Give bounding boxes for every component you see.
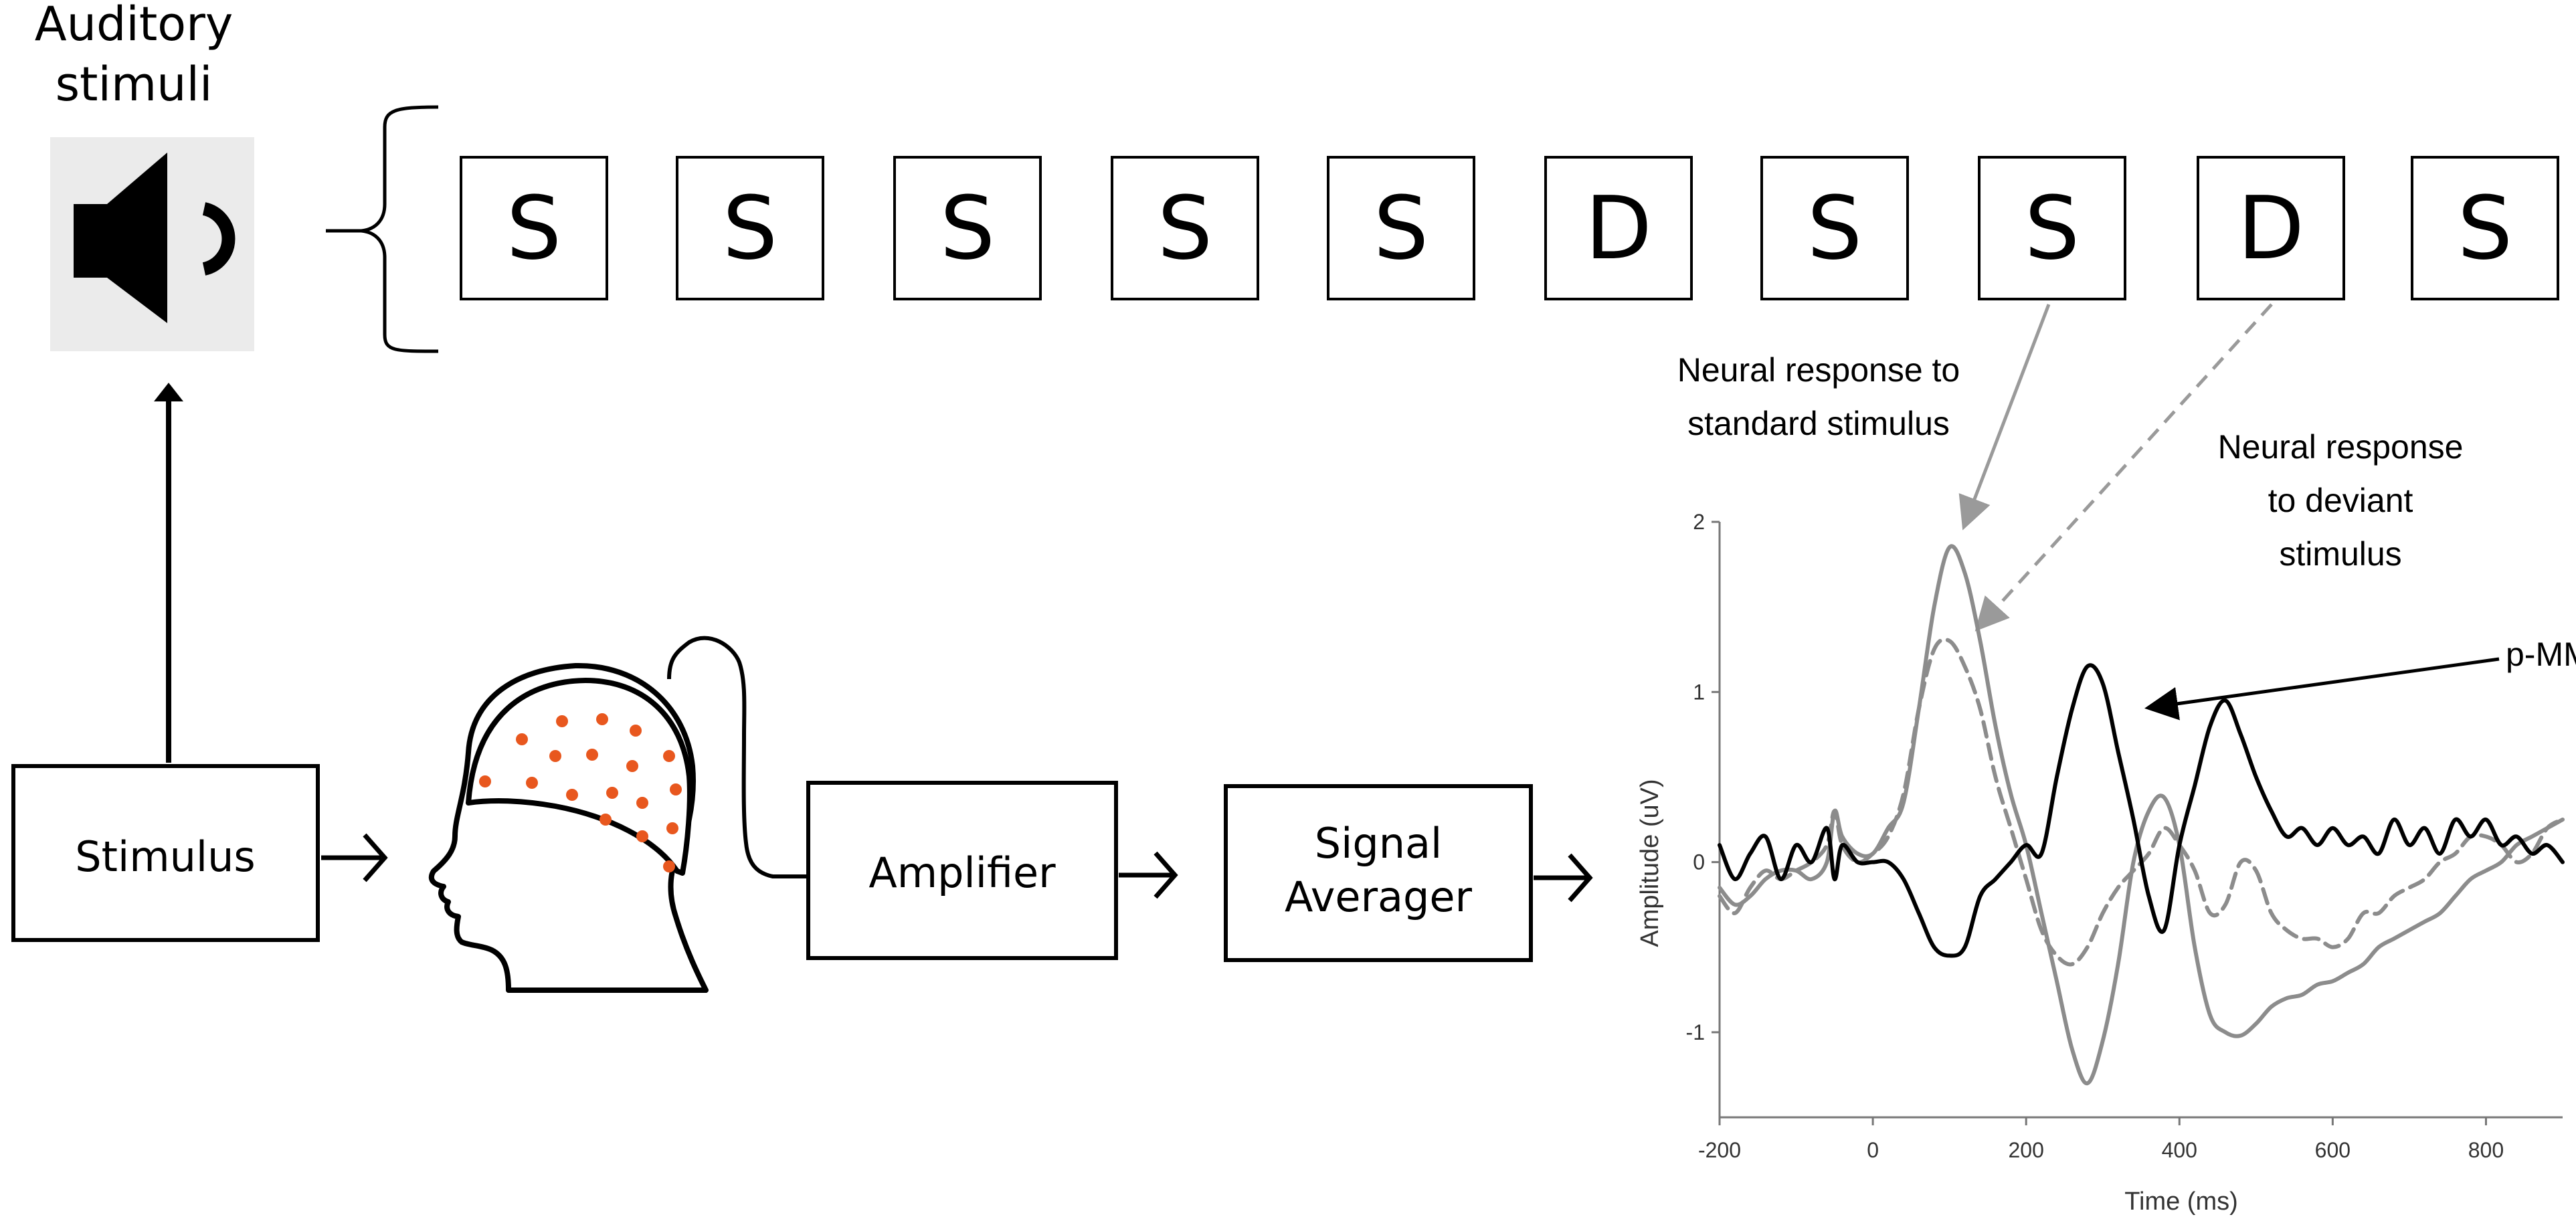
signal-averager-block [1224,784,1533,962]
sequence-box [2411,156,2559,300]
x-tick-label: 800 [2468,1138,2504,1162]
sequence-box [893,156,1042,300]
title-line-2: stimuli [56,57,213,112]
head-icon [428,636,808,993]
sequence-label: S [1807,177,1863,279]
erp-chart: -200 0 200 400 600 800 2 1 0 -1 Time (ms) Amplitu… [1636,510,2565,1216]
deviant-annotation-line-1: Neural response [2218,428,2464,466]
sequence-label: S [1158,177,1213,279]
x-tick-label: 0 [1867,1138,1879,1162]
sequence-label: S [723,177,778,279]
title-line-1: Auditory [35,0,234,52]
chart-axes [1718,522,2563,1119]
sequence-box [460,156,608,300]
y-tick-label: 0 [1693,850,1705,874]
sequence-box [676,156,824,300]
sequence-box [1327,156,1475,300]
y-axis-title: Amplitude (uV) [1636,779,1664,947]
series-line-standard [1718,544,2565,1086]
deviant-annotation-line-3: stimulus [2279,535,2401,573]
pmmr-pointer-arrow [2144,657,2500,721]
deviant-annotation-line-2: to deviant [2268,482,2413,519]
amplifier-block [806,781,1118,960]
signal-averager-label-1: Signal [1315,819,1442,868]
stimulus-block [11,764,320,942]
sequence-brace [361,105,439,353]
standard-annotation-line-1: Neural response to [1677,351,1960,389]
x-tick-label: 600 [2315,1138,2351,1162]
y-tick-label: 2 [1693,510,1705,534]
stimulus-to-speaker-arrow [154,383,183,763]
standard-pointer-arrow [1958,304,2051,531]
standard-annotation-line-2: standard stimulus [1687,405,1950,442]
sequence-label: S [2025,177,2080,279]
pmmr-label: p-MMR [2506,636,2576,673]
sequence-label: S [1374,177,1429,279]
electrode-dots [479,713,682,872]
averager-to-chart-arrow [1534,853,1593,903]
chart-series [1718,544,2565,1086]
signal-averager-label-2: Averager [1285,872,1473,921]
chart-ticks: -200 0 200 400 600 800 2 1 0 -1 [1686,510,2504,1162]
x-axis-title: Time (ms) [2124,1188,2238,1216]
amplifier-to-averager-arrow [1119,851,1178,899]
sequence-box [1760,156,1909,300]
speaker-icon [50,137,254,351]
x-tick-label: 200 [2008,1138,2043,1162]
sequence-label: D [1585,177,1652,279]
sequence-box [1544,156,1693,300]
deviant-pointer-arrow [1974,303,2273,632]
stimulus-sequence: S S S S S D S S D S [460,156,2559,300]
amplifier-label: Amplifier [868,848,1056,897]
sequence-label: S [507,177,562,279]
sequence-box [2197,156,2345,300]
sequence-box [1111,156,1259,300]
sequence-label: S [2458,177,2513,279]
stimulus-to-head-arrow [321,833,388,882]
y-tick-label: 1 [1693,680,1705,704]
sequence-label: D [2237,177,2304,279]
sequence-label: S [940,177,996,279]
series-line-pmmr [1718,663,2565,958]
y-tick-label: -1 [1686,1020,1705,1044]
x-tick-label: 400 [2162,1138,2197,1162]
sequence-box [1978,156,2126,300]
x-tick-label: -200 [1698,1138,1741,1162]
stimulus-label: Stimulus [75,832,255,881]
